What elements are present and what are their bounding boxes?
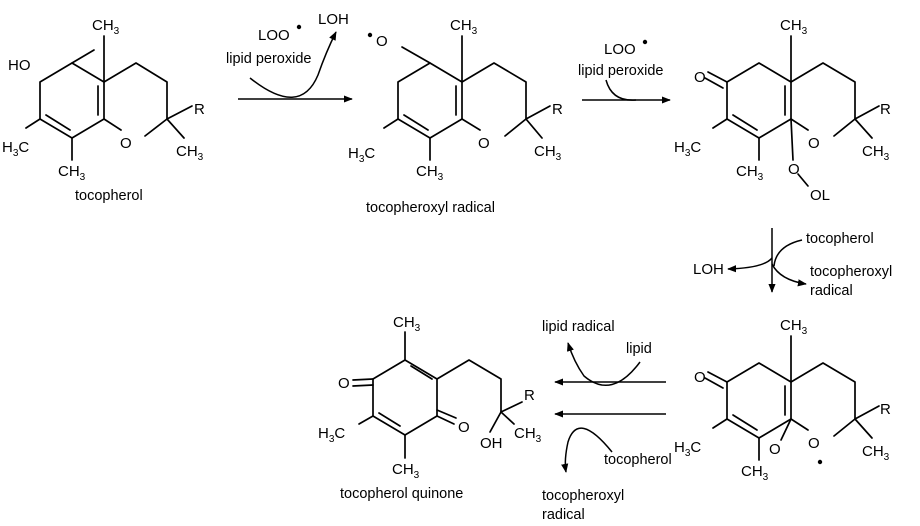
methyl-label: CH3 (416, 163, 444, 183)
product-loh: LOH (693, 261, 724, 278)
product-radical: radical (810, 283, 853, 299)
molecule-tocopherol-quinone: O O CH3 H3C CH3 R CH3 OH tocopherol quin… (318, 314, 542, 502)
oxygen-radical-label: O (376, 33, 388, 50)
r-group-label: R (194, 101, 205, 118)
reaction-arrow-4: lipid radical lipid (542, 319, 666, 386)
ring-oxygen-label: O (808, 435, 820, 452)
reaction-arrow-1: LOO lipid peroxide LOH (226, 11, 353, 103)
reaction-arrow-2: LOO lipid peroxide (578, 39, 671, 104)
compound-label-tocopherol-quinone: tocopherol quinone (340, 486, 463, 502)
methyl-label: CH3 (176, 143, 204, 163)
methyl-label: CH3 (392, 461, 420, 481)
methyl-label: CH3 (534, 143, 562, 163)
methyl-label: H3C (2, 139, 29, 159)
carbonyl-oxygen-label: O (694, 69, 706, 86)
alkoxyl-oxygen-label: O (769, 441, 781, 458)
peroxide-ol-label: OL (810, 187, 830, 204)
r-group-label: R (552, 101, 563, 118)
methyl-label: CH3 (780, 17, 808, 37)
r-group-label: R (880, 101, 891, 118)
reagent-loo: LOO (258, 27, 290, 44)
reagent-lipid: lipid (626, 341, 652, 357)
methyl-label: CH3 (514, 425, 542, 445)
reagent-tocopherol: tocopherol (604, 452, 672, 468)
ring-oxygen-label: O (120, 135, 132, 152)
hydroxyl-label: OH (480, 435, 503, 452)
compound-label-tocopherol: tocopherol (75, 188, 143, 204)
carbonyl-oxygen-label: O (694, 369, 706, 386)
reagent-loo: LOO (604, 41, 636, 58)
compound-label-tocopheroxyl-radical: tocopheroxyl radical (366, 200, 495, 216)
methyl-label: CH3 (736, 163, 764, 183)
product-tocopheroxyl: tocopheroxyl (810, 264, 892, 280)
reaction-arrow-5: tocopherol tocopheroxyl radical (542, 410, 672, 523)
peroxide-oxygen-label: O (788, 161, 800, 178)
methyl-label: CH3 (393, 314, 421, 334)
r-group-label: R (524, 387, 535, 404)
r-group-label: R (880, 401, 891, 418)
methyl-label: CH3 (450, 17, 478, 37)
reagent-lipid-peroxide: lipid peroxide (578, 63, 663, 79)
reagent-tocopherol: tocopherol (806, 231, 874, 247)
carbonyl-oxygen-label: O (338, 375, 350, 392)
methyl-label: CH3 (862, 143, 890, 163)
methyl-label: CH3 (780, 317, 808, 337)
product-loh: LOH (318, 11, 349, 28)
product-radical: radical (542, 507, 585, 523)
molecule-tocopheroxyl-radical: O CH3 H3C CH3 O R CH3 tocopheroxyl radic… (348, 17, 563, 216)
methyl-label: H3C (674, 139, 701, 159)
molecule-epoxy-radical: O CH3 H3C CH3 O R CH3 O (674, 317, 891, 483)
hydroxyl-label: HO (8, 57, 31, 74)
carbonyl-oxygen-label: O (458, 419, 470, 436)
ring-oxygen-label: O (808, 135, 820, 152)
methyl-label: H3C (348, 145, 375, 165)
product-tocopheroxyl: tocopheroxyl (542, 488, 624, 504)
methyl-label: CH3 (741, 463, 769, 483)
molecule-peroxide-adduct: O CH3 H3C CH3 O R CH3 O OL (674, 17, 891, 204)
methyl-label: H3C (674, 439, 701, 459)
molecule-tocopherol: HO CH3 H3C CH3 O R CH3 tocopherol (2, 17, 205, 204)
methyl-label: CH3 (862, 443, 890, 463)
methyl-label: CH3 (58, 163, 86, 183)
product-lipid-radical: lipid radical (542, 319, 615, 335)
ring-oxygen-label: O (478, 135, 490, 152)
reagent-lipid-peroxide: lipid peroxide (226, 51, 311, 67)
methyl-label: H3C (318, 425, 345, 445)
methyl-label: CH3 (92, 17, 120, 37)
reaction-arrow-3: tocopherol LOH tocopheroxyl radical (693, 228, 892, 299)
